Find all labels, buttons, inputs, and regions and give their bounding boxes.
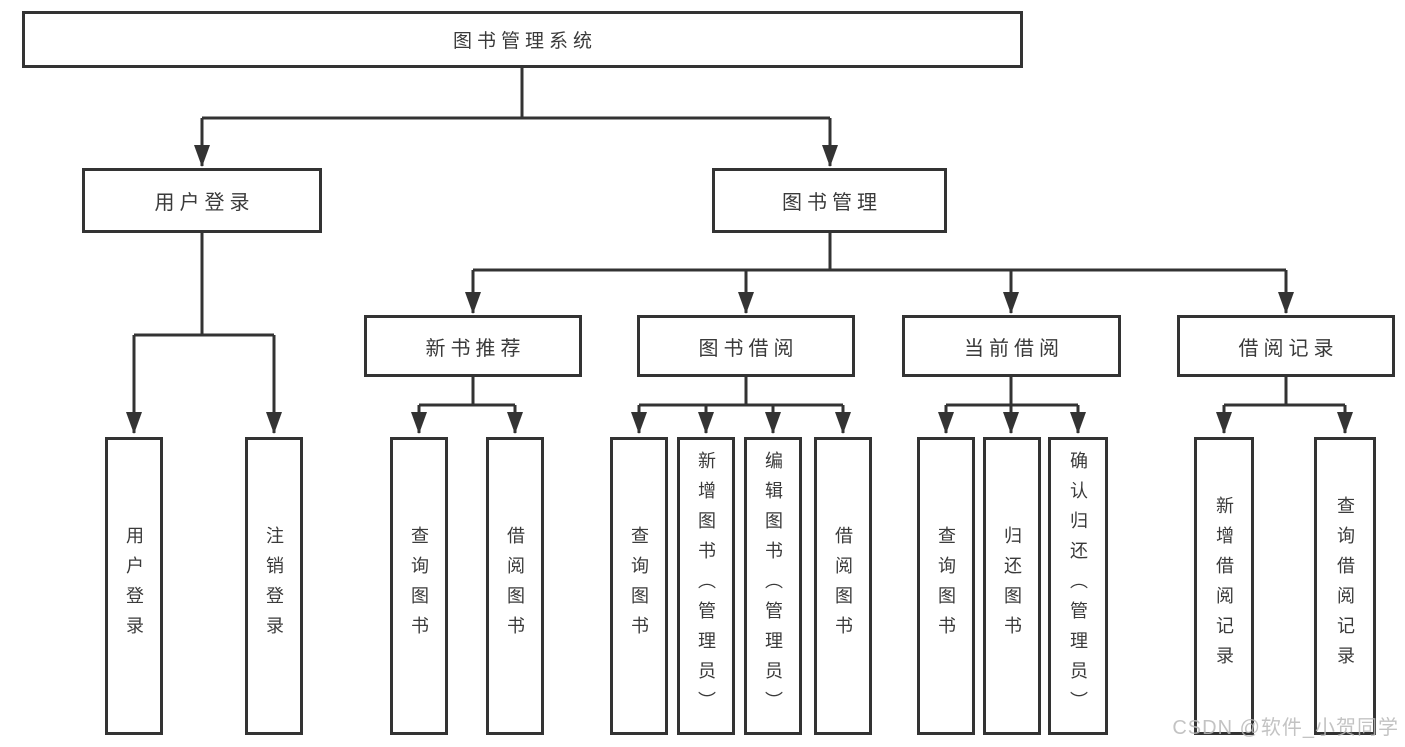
leaf-cb-confirm-return-admin: 确认归还（管理员） bbox=[1048, 437, 1108, 735]
node-new-book-recommendation: 新书推荐 bbox=[364, 315, 582, 377]
node-user-login: 用户登录 bbox=[82, 168, 322, 233]
node-label: 借阅图书 bbox=[833, 526, 853, 646]
node-label: 确认归还（管理员） bbox=[1068, 451, 1088, 721]
leaf-cb-return-books: 归还图书 bbox=[983, 437, 1041, 735]
node-label: 用户登录 bbox=[154, 192, 255, 214]
csdn-watermark: CSDN @软件_小贺同学 bbox=[1172, 717, 1399, 739]
node-label: 借阅记录 bbox=[1238, 337, 1339, 360]
node-label: 用户登录 bbox=[124, 526, 144, 646]
branch-new-book-recommendation bbox=[419, 377, 515, 407]
node-label: 新增图书（管理员） bbox=[696, 451, 716, 721]
node-book-borrowing: 图书借阅 bbox=[637, 315, 855, 377]
leaf-bb-edit-books-admin: 编辑图书（管理员） bbox=[744, 437, 802, 735]
node-label: 查询图书 bbox=[409, 526, 429, 646]
leaf-user-login: 用户登录 bbox=[105, 437, 163, 735]
node-current-borrowing: 当前借阅 bbox=[902, 315, 1121, 377]
leaf-bb-borrow-books: 借阅图书 bbox=[814, 437, 872, 735]
leaf-logout: 注销登录 bbox=[245, 437, 303, 735]
node-borrowing-records: 借阅记录 bbox=[1177, 315, 1395, 377]
leaf-nbr-borrow-books: 借阅图书 bbox=[486, 437, 544, 735]
branch-book-borrowing bbox=[639, 377, 843, 407]
node-label: 新书推荐 bbox=[425, 337, 526, 360]
node-label: 查询借阅记录 bbox=[1335, 496, 1355, 676]
node-label: 新增借阅记录 bbox=[1214, 496, 1234, 676]
node-label: 图书管理系统 bbox=[452, 31, 597, 52]
branch-book-management bbox=[473, 233, 1286, 272]
node-label: 注销登录 bbox=[264, 526, 284, 646]
branch-root bbox=[202, 68, 830, 120]
leaf-bb-add-books-admin: 新增图书（管理员） bbox=[677, 437, 735, 735]
node-label: 借阅图书 bbox=[505, 526, 525, 646]
node-label: 编辑图书（管理员） bbox=[763, 451, 783, 721]
node-label: 图书管理 bbox=[782, 192, 882, 214]
leaf-nbr-query-books: 查询图书 bbox=[390, 437, 448, 735]
node-book-management-system: 图书管理系统 bbox=[22, 11, 1023, 68]
leaf-cb-query-books: 查询图书 bbox=[917, 437, 975, 735]
leaf-br-query-record: 查询借阅记录 bbox=[1314, 437, 1376, 735]
node-label: 归还图书 bbox=[1002, 526, 1022, 646]
branch-borrowing-records bbox=[1224, 377, 1345, 407]
node-label: 当前借阅 bbox=[964, 337, 1064, 360]
leaf-br-add-record: 新增借阅记录 bbox=[1194, 437, 1254, 735]
node-label: 图书借阅 bbox=[698, 337, 799, 360]
node-book-management: 图书管理 bbox=[712, 168, 947, 233]
branch-current-borrowing bbox=[946, 377, 1078, 407]
leaf-bb-query-books: 查询图书 bbox=[610, 437, 668, 735]
node-label: 查询图书 bbox=[629, 526, 649, 646]
node-label: 查询图书 bbox=[936, 526, 956, 646]
branch-user-login bbox=[134, 233, 274, 337]
